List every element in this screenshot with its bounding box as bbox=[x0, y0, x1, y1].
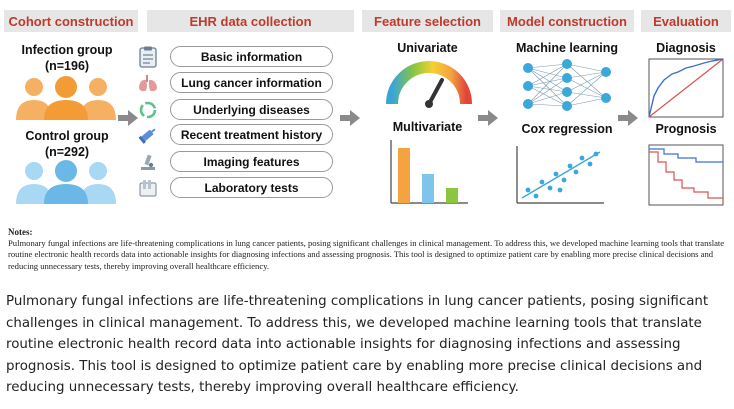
arrow-right-icon bbox=[340, 110, 360, 126]
arrow-right-icon bbox=[478, 110, 498, 126]
infection-group-count: (n=196) bbox=[44, 59, 90, 73]
machine-learning-label: Machine learning bbox=[515, 41, 619, 55]
figure-caption: Pulmonary fungal infections are life-thr… bbox=[6, 294, 709, 395]
ehr-item-lung-cancer-information: Lung cancer information bbox=[170, 72, 333, 93]
survival-curve-icon bbox=[648, 144, 724, 206]
infection-group-label: Infection group (n=196) bbox=[8, 42, 126, 74]
infection-group-title: Infection group bbox=[21, 43, 113, 57]
notes-text: Pulmonary fungal infections are life-thr… bbox=[8, 238, 725, 271]
neural-network-icon bbox=[523, 59, 611, 111]
lab-test-icon bbox=[139, 180, 157, 197]
ehr-item-imaging-features: Imaging features bbox=[170, 151, 333, 172]
clipboard-icon bbox=[139, 46, 157, 68]
infection-group-people-icon bbox=[16, 76, 116, 120]
univariate-label: Univariate bbox=[397, 41, 458, 55]
section-ehr-data-collection: EHR data collection bbox=[147, 10, 354, 32]
arrow-right-icon bbox=[118, 110, 138, 126]
control-group-title: Control group bbox=[25, 129, 109, 143]
arrow-right-icon bbox=[618, 110, 638, 126]
control-group-count: (n=292) bbox=[44, 145, 90, 159]
workflow-figure: Cohort construction EHR data collection … bbox=[4, 10, 731, 272]
feature-bar-chart-icon bbox=[390, 140, 468, 204]
gauge-icon bbox=[386, 61, 472, 108]
prognosis-label: Prognosis bbox=[655, 122, 717, 136]
regression-scatter-icon bbox=[516, 146, 604, 204]
ehr-item-recent-treatment-history: Recent treatment history bbox=[170, 124, 333, 145]
section-evaluation: Evaluation bbox=[641, 10, 731, 32]
feature-bar-1 bbox=[398, 148, 410, 203]
control-group-people-icon bbox=[16, 160, 116, 204]
control-group-label: Control group (n=292) bbox=[8, 128, 126, 160]
cox-regression-label: Cox regression bbox=[521, 122, 613, 136]
feature-bar-3 bbox=[446, 188, 458, 203]
lungs-icon bbox=[139, 75, 157, 92]
recycle-icon bbox=[139, 101, 157, 119]
ehr-item-basic-information: Basic information bbox=[170, 46, 333, 67]
section-cohort-construction: Cohort construction bbox=[4, 10, 138, 32]
multivariate-label: Multivariate bbox=[392, 120, 463, 134]
microscope-icon bbox=[141, 154, 155, 170]
diagnosis-label: Diagnosis bbox=[656, 41, 716, 55]
roc-curve-icon bbox=[648, 58, 724, 118]
notes-title: Notes: bbox=[8, 227, 33, 237]
feature-bar-2 bbox=[422, 174, 434, 203]
figure-notes: Notes: Pulmonary fungal infections are l… bbox=[8, 227, 726, 272]
section-model-construction: Model construction bbox=[500, 10, 634, 32]
section-feature-selection: Feature selection bbox=[362, 10, 493, 32]
ehr-item-laboratory-tests: Laboratory tests bbox=[170, 177, 333, 198]
syringe-icon bbox=[138, 128, 156, 144]
ehr-item-underlying-diseases: Underlying diseases bbox=[170, 99, 333, 120]
